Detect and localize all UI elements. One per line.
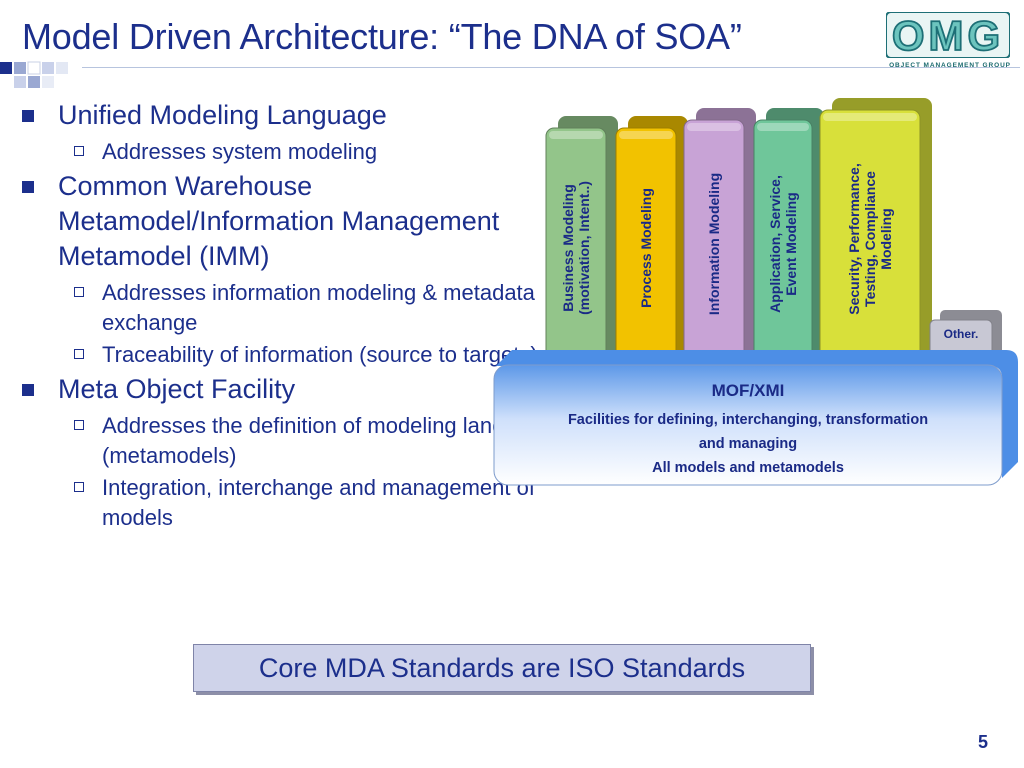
sub-bullet: Addresses system modeling	[22, 137, 567, 167]
hollow-square-bullet-icon	[74, 287, 84, 297]
hollow-square-bullet-icon	[74, 146, 84, 156]
square-bullet-icon	[22, 110, 34, 122]
decorative-squares	[0, 61, 68, 88]
slide-title: Model Driven Architecture: “The DNA of S…	[22, 16, 742, 57]
model-column-label: Security, Performance,Testing, Complianc…	[846, 163, 894, 314]
bullet-text: Unified Modeling Language	[58, 100, 387, 130]
model-column-3: Information Modeling	[683, 108, 756, 369]
sub-bullet-text: Addresses information modeling & metadat…	[102, 280, 535, 335]
model-column-4: Application, Service,Event Modeling	[753, 108, 824, 369]
model-column-5: Security, Performance,Testing, Complianc…	[819, 98, 932, 369]
iso-standards-callout: Core MDA Standards are ISO Standards	[193, 644, 811, 692]
square-bullet-icon	[22, 384, 34, 396]
omg-logo-subtitle: OBJECT MANAGEMENT GROUP	[889, 62, 1011, 69]
bullet-text: Meta Object Facility	[58, 374, 296, 404]
model-column-label: Process Modeling	[638, 188, 654, 308]
sub-bullet: Addresses information modeling & metadat…	[22, 278, 567, 338]
sub-bullet: Integration, interchange and management …	[22, 473, 567, 533]
sub-bullet: Traceability of information (source to t…	[22, 340, 567, 370]
hollow-square-bullet-icon	[74, 482, 84, 492]
square-bullet-icon	[22, 181, 34, 193]
omg-logo: OMG OBJECT MANAGEMENT GROUP	[884, 8, 1016, 74]
hollow-square-bullet-icon	[74, 349, 84, 359]
bullet-text: Common Warehouse Metamodel/Information M…	[58, 171, 500, 271]
bullet-cwm-imm: Common Warehouse Metamodel/Information M…	[22, 169, 567, 274]
sub-bullet-text: Addresses system modeling	[102, 139, 378, 164]
hollow-square-bullet-icon	[74, 420, 84, 430]
model-column-1: Business Modeling(motivation, Intent..)	[545, 116, 618, 369]
model-column-label: Business Modeling(motivation, Intent..)	[560, 181, 592, 315]
omg-logo-letters: OMG	[892, 12, 1004, 58]
model-column-label: Application, Service,Event Modeling	[767, 175, 799, 313]
omg-logo-mark: OMG	[886, 12, 1010, 58]
bullet-mof: Meta Object Facility	[22, 372, 567, 407]
sub-bullet-text: Integration, interchange and management …	[102, 475, 535, 530]
sub-bullet-text: Traceability of information (source to t…	[102, 342, 538, 367]
model-column-2: Process Modeling	[615, 116, 688, 369]
sub-bullet-text: Addresses the definition of modeling lan…	[102, 413, 565, 468]
bullet-uml: Unified Modeling Language	[22, 98, 567, 133]
bullet-list: Unified Modeling Language Addresses syst…	[22, 98, 567, 535]
model-column-label: Information Modeling	[706, 173, 722, 315]
sub-bullet: Addresses the definition of modeling lan…	[22, 411, 567, 471]
page-number: 5	[978, 732, 989, 752]
mda-architecture-diagram: Business Modeling(motivation, Intent..) P…	[493, 98, 1018, 486]
title-divider	[82, 67, 1020, 68]
